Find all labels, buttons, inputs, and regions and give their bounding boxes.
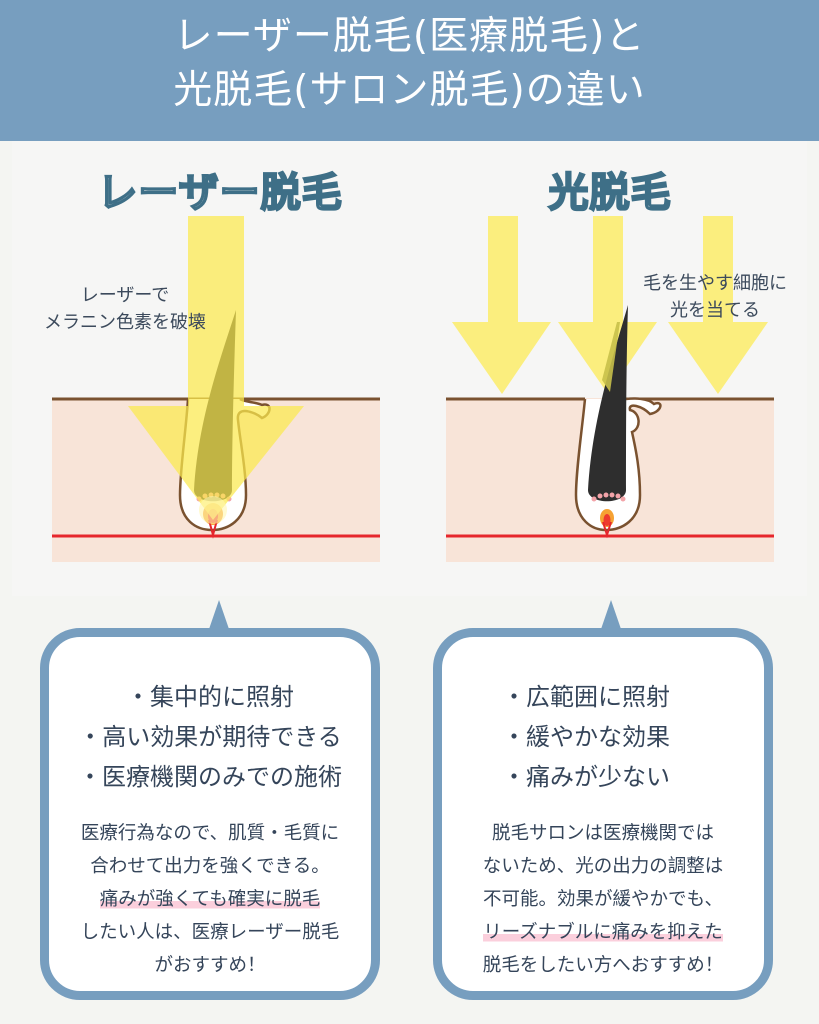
laser-bullet-item: ・医療機関のみでの施術 <box>78 763 342 791</box>
laser-desc-line: 合わせて出力を強くできる。 <box>90 856 330 877</box>
light-description: 脱毛サロンは医療機関では ないため、光の出力の調整は 不可能。効果が緩やかでも、… <box>442 817 764 982</box>
laser-caption-line-1: レーザーで <box>80 285 170 306</box>
light-desc-line: 脱毛サロンは医療機関では <box>491 823 714 844</box>
light-bullet-item: ・緩やかな効果 <box>502 723 670 751</box>
laser-caption-line-2: メラニン色素を破壊 <box>44 312 206 333</box>
light-caption-line-1: 毛を生やす細胞に <box>643 273 787 294</box>
laser-desc-line: 医療行為なので、肌質・毛質に <box>80 823 340 844</box>
laser-description: 医療行為なので、肌質・毛質に 合わせて出力を強くできる。 痛みが強くても確実に脱… <box>49 817 371 982</box>
light-bullet-list: ・広範囲に照射 ・緩やかな効果 ・痛みが少ない <box>502 677 670 797</box>
laser-bullet-list: ・集中的に照射 ・高い効果が期待できる ・医療機関のみでの施術 <box>49 677 371 797</box>
light-desc-line: 不可能。効果が緩やかでも、 <box>483 889 723 910</box>
laser-section-title: レーザー脱毛 <box>96 169 343 217</box>
light-info-bubble: ・広範囲に照射 ・緩やかな効果 ・痛みが少ない 脱毛サロンは医療機関では ないた… <box>433 628 773 1000</box>
light-caption-line-2: 光を当てる <box>670 300 760 321</box>
light-hair-diagram <box>446 216 774 562</box>
laser-bullet-item: ・高い効果が期待できる <box>78 723 342 751</box>
light-desc-line: 脱毛をしたい方へおすすめ！ <box>482 955 724 976</box>
header-banner: レーザー脱毛(医療脱毛)と 光脱毛(サロン脱毛)の違い <box>0 0 819 141</box>
light-caption: 毛を生やす細胞に 光を当てる <box>620 270 810 324</box>
laser-desc-highlight: 痛みが強くても確実に脱毛 <box>99 889 321 910</box>
laser-bubble-tail <box>208 600 230 632</box>
laser-desc-line: がおすすめ！ <box>154 955 266 976</box>
laser-bullet-item: ・集中的に照射 <box>126 683 294 711</box>
laser-caption: レーザーで メラニン色素を破壊 <box>20 282 230 336</box>
page-title-line-1: レーザー脱毛(医療脱毛)と <box>173 14 646 59</box>
light-desc-highlight: リーズナブルに痛みを抑えた <box>483 922 723 943</box>
light-bubble-tail <box>600 600 622 632</box>
light-desc-line: ないため、光の出力の調整は <box>482 856 724 877</box>
light-bullet-item: ・広範囲に照射 <box>502 683 670 711</box>
laser-hair-diagram <box>52 216 380 562</box>
laser-info-bubble: ・集中的に照射 ・高い効果が期待できる ・医療機関のみでの施術 医療行為なので、… <box>40 628 380 1000</box>
laser-desc-line: したい人は、医療レーザー脱毛 <box>80 922 340 943</box>
light-section-title: 光脱毛 <box>548 169 672 217</box>
page-title-line-2: 光脱毛(サロン脱毛)の違い <box>173 68 646 113</box>
light-bullet-item: ・痛みが少ない <box>502 763 670 791</box>
